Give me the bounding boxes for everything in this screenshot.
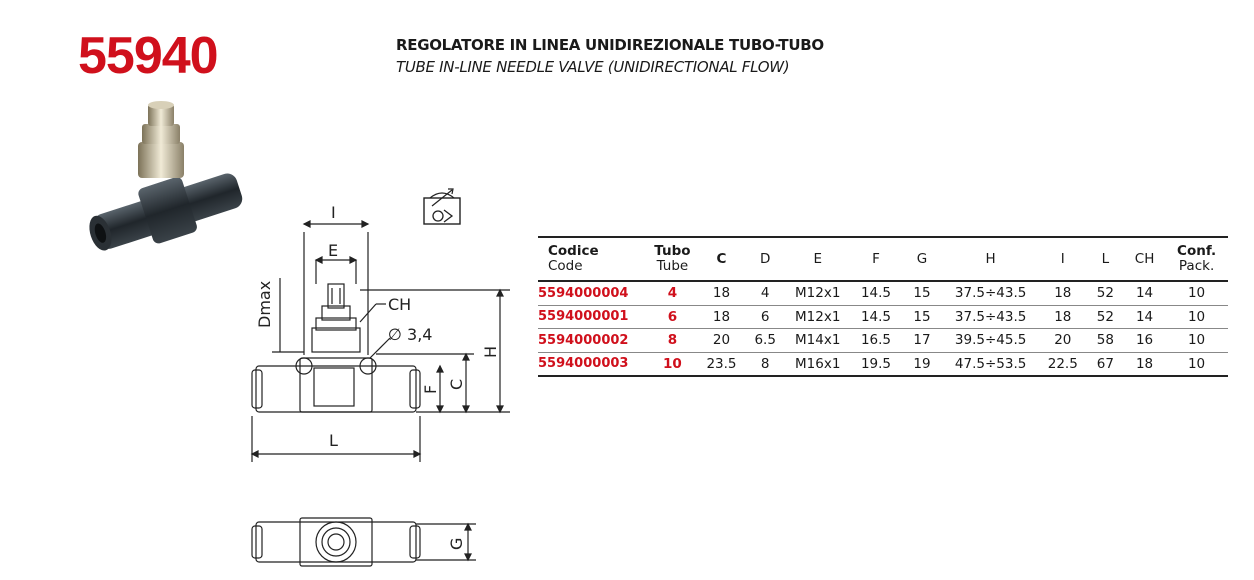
col-header: L [1101,250,1110,267]
col-header: I [1060,250,1065,267]
product-code: 55940 [78,27,219,85]
table-cell: 19.5 [850,352,902,377]
table-cell: 37.5÷43.5 [942,305,1039,329]
tubo-cell: 8 [647,328,698,353]
table-cell: 4 [745,281,786,306]
codice-cell: 5594000002 [538,328,648,353]
table-cell: 14 [1124,281,1166,306]
table-cell: 10 [1165,352,1228,377]
codice-cell: 5594000003 [538,352,648,377]
table-cell: 52 [1086,305,1124,329]
dim-label-dmax: Dmax [255,281,274,328]
tubo-cell: 10 [647,352,698,377]
col-header: Codice [548,243,599,259]
dim-label-c: C [447,379,466,390]
table-cell: 6 [745,305,786,329]
dim-label-g: G [447,538,466,550]
dim-label-h: H [481,346,500,358]
dim-label-e: E [328,241,338,260]
table-cell: 14 [1124,305,1166,329]
table-cell: 20 [1038,328,1087,353]
technical-drawing-side: I E Dmax CH ∅ 3,4 H C F L [250,203,510,462]
title-english: TUBE IN-LINE NEEDLE VALVE (UNIDIRECTIONA… [396,58,790,76]
table-cell: 22.5 [1038,352,1087,377]
col-header-sub: Pack. [1178,258,1215,274]
table-cell: 8 [745,352,786,377]
valve-symbol-icon [423,188,461,225]
table-cell: 16 [1124,328,1166,353]
col-header: H [985,250,996,267]
table-cell: M12x1 [785,281,851,306]
table-cell: 19 [901,352,943,377]
col-header: E [813,250,822,267]
col-header-sub: Code [548,258,583,274]
col-header: D [759,250,771,267]
table-cell: 15 [901,281,943,306]
table-cell: 20 [697,328,746,353]
dim-label-ch: CH [388,295,411,314]
table-cell: 10 [1165,305,1228,329]
col-header: G [916,250,928,267]
table-cell: 18 [1038,281,1087,306]
dim-label-i: I [331,203,336,222]
table-cell: 18 [1124,352,1166,377]
table-cell: 10 [1165,328,1228,353]
table-cell: 18 [697,305,746,329]
table-cell: 14.5 [850,281,902,306]
tubo-cell: 6 [647,305,698,329]
col-header: C [716,250,727,267]
table-cell: 58 [1086,328,1124,353]
codice-cell: 5594000004 [538,281,648,306]
technical-drawing-top: G [251,517,476,567]
table-cell: 16.5 [850,328,902,353]
table-cell: 23.5 [697,352,746,377]
table-cell: 37.5÷43.5 [942,281,1039,306]
table-cell: 39.5÷45.5 [942,328,1039,353]
table-cell: 17 [901,328,943,353]
table-cell: M12x1 [785,305,851,329]
table-cell: 18 [1038,305,1087,329]
col-header: Conf. [1177,243,1217,259]
table-cell: 47.5÷53.5 [942,352,1039,377]
table-cell: 10 [1165,281,1228,306]
table-cell: 67 [1086,352,1124,377]
table-cell: 6.5 [745,328,786,353]
table-cell: 15 [901,305,943,329]
product-photo [89,101,243,251]
tubo-cell: 4 [647,281,698,306]
title-italian: REGOLATORE IN LINEA UNIDIREZIONALE TUBO-… [396,36,824,54]
col-header: Tubo [654,243,691,259]
col-header: F [872,250,880,267]
col-header-sub: Tube [656,258,689,274]
dim-label-f: F [421,385,440,394]
table-cell: 52 [1086,281,1124,306]
codice-cell: 5594000001 [538,305,648,329]
table-cell: M14x1 [785,328,851,353]
dim-label-hole: ∅ 3,4 [388,325,432,344]
dim-label-l: L [329,431,338,450]
col-header: CH [1134,250,1155,267]
table-cell: 18 [697,281,746,306]
table-cell: M16x1 [785,352,851,377]
table-cell: 14.5 [850,305,902,329]
